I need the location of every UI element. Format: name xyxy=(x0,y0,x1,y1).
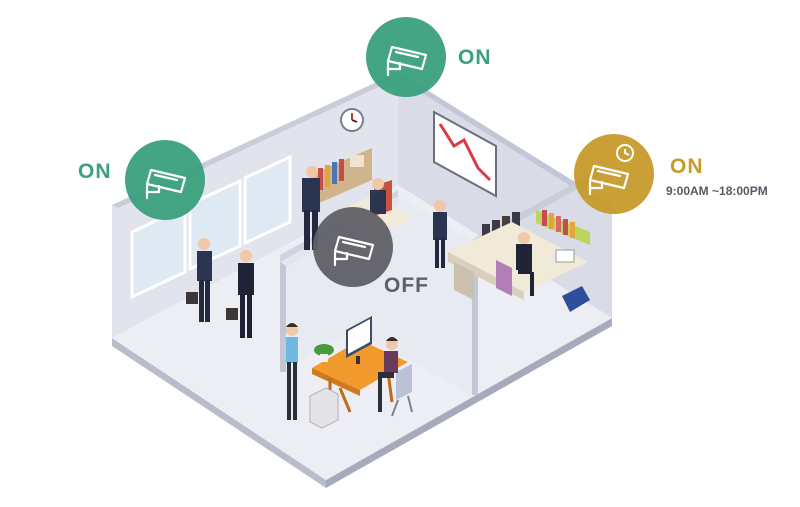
security-camera-icon xyxy=(333,235,375,267)
camera-status-right: ON xyxy=(670,155,704,178)
person xyxy=(226,250,254,338)
clock-icon xyxy=(616,144,634,162)
camera-status-top: ON xyxy=(458,46,492,69)
camera-status-center: OFF xyxy=(384,274,429,297)
monitor xyxy=(346,316,372,364)
camera-schedule-right: 9:00AM ~18:00PM xyxy=(666,184,768,198)
security-camera-icon xyxy=(145,168,187,200)
camera-badge-center[interactable] xyxy=(313,207,393,287)
camera-badge-top[interactable] xyxy=(366,17,446,97)
window xyxy=(130,154,292,300)
bookshelf xyxy=(310,148,372,207)
person xyxy=(378,337,398,412)
briefcase xyxy=(562,286,590,312)
plant xyxy=(314,344,334,362)
chair-right xyxy=(496,260,512,296)
person xyxy=(186,238,212,322)
computer-tower xyxy=(309,387,339,429)
person xyxy=(370,178,386,214)
bookshelf-right xyxy=(536,210,590,245)
wall-clock xyxy=(340,108,364,132)
chair xyxy=(391,364,413,417)
floor-base xyxy=(112,338,326,488)
person xyxy=(286,323,298,420)
floor-base-right xyxy=(326,318,612,488)
wall-chart-poster xyxy=(433,110,497,198)
camera-status-left: ON xyxy=(78,160,112,183)
people xyxy=(186,166,534,420)
security-camera-icon xyxy=(588,164,630,196)
camera-badge-right[interactable] xyxy=(574,134,654,214)
security-camera-icon xyxy=(386,45,428,77)
person xyxy=(433,200,447,268)
person xyxy=(302,166,320,250)
camera-badge-left[interactable] xyxy=(125,140,205,220)
person xyxy=(516,232,534,296)
